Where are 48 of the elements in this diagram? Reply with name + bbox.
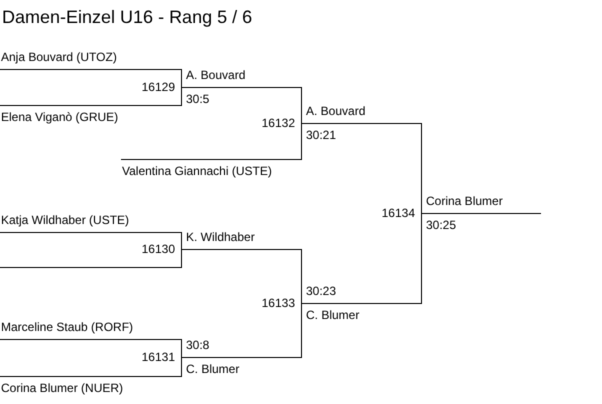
bracket-slot [0,105,181,124]
bracket-slot [421,194,541,232]
bracket-connector [301,87,302,124]
bracket-connector [301,249,302,304]
match-score: 30:21 [306,128,336,142]
match-number: 16134 [382,206,415,220]
bracket-title: Damen-Einzel U16 - Rang 5 / 6 [2,6,252,28]
bracket-slot [181,230,301,250]
match-number: 16133 [262,296,295,310]
match-score: 30:5 [186,92,210,106]
bracket-slot [181,68,301,106]
bracket-slot [121,159,301,178]
winner-name: Corina Blumer [426,194,503,208]
match-number: 16131 [142,350,175,364]
winner-name: A. Bouvard [306,104,366,118]
player-name: Valentina Giannachi (USTE) [122,164,272,178]
bracket-connector [421,123,422,214]
player-name: Elena Viganò (GRUE) [1,110,118,124]
bracket-connector [181,357,182,377]
winner-name: C. Blumer [306,308,360,322]
match-number: 16130 [142,242,175,256]
bracket-slot [301,284,421,322]
player-name: Katja Wildhaber (USTE) [1,213,130,227]
match-score: 30:25 [426,218,456,232]
bracket-slot [0,376,181,395]
bracket-connector [301,303,302,358]
player-name: Marceline Staub (RORF) [1,320,134,334]
player-name: Corina Blumer (NUER) [1,381,124,395]
bracket-slot [0,320,181,340]
match-score: 30:23 [306,284,336,298]
winner-name: K. Wildhaber [186,230,255,244]
winner-name: A. Bouvard [186,68,246,82]
bracket-connector [181,232,182,250]
bracket-slot [301,104,421,142]
bracket-slot [181,338,301,376]
player-name: Anja Bouvard (UTOZ) [1,50,117,64]
bracket-connector [301,123,302,160]
bracket-slot [0,213,181,233]
bracket-connector [181,69,182,88]
bracket-connector [181,87,182,106]
bracket-connector [421,213,422,304]
match-score: 30:8 [186,338,210,352]
match-number: 16129 [142,80,175,94]
winner-name: C. Blumer [186,362,240,376]
match-number: 16132 [262,116,295,130]
bracket-connector [181,249,182,268]
bracket-slot [0,50,181,70]
bracket-connector [181,339,182,358]
